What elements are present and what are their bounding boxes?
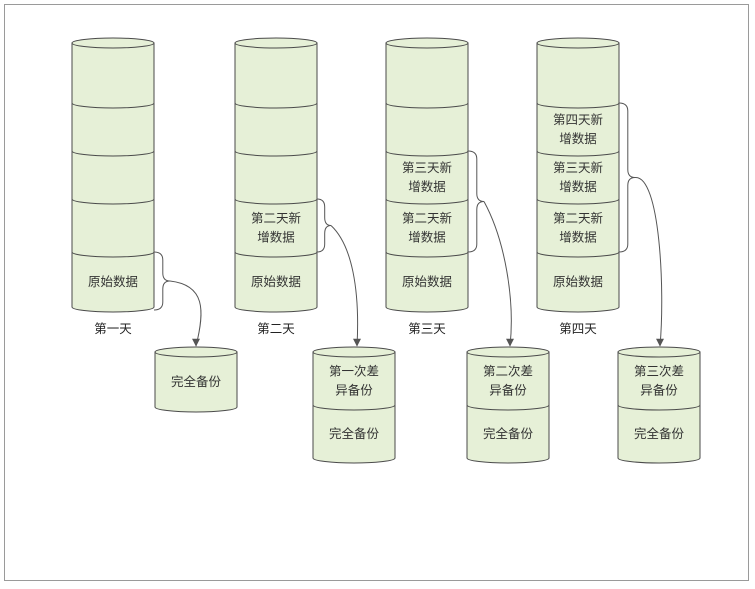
cylinder-body: [71, 42, 155, 313]
segment-label: 第二次差异备份: [483, 364, 533, 398]
cylinder-top: [385, 37, 469, 49]
segment-divider: [617, 404, 701, 411]
arrow-day-1-to-full-backup: [169, 280, 202, 347]
segment-label: 完全备份: [483, 426, 534, 441]
cylinder-body: [154, 351, 238, 413]
segment-label: 第三次差异备份: [634, 364, 684, 398]
segment-label: 原始数据: [88, 274, 138, 289]
segment-label: 第二天新增数据: [251, 211, 301, 245]
cylinder-top: [466, 346, 550, 358]
cylinder-top: [312, 346, 396, 358]
segment-divider: [536, 198, 620, 205]
segment-divider: [71, 198, 155, 205]
segment-divider: [234, 198, 318, 205]
segment-divider: [312, 404, 396, 411]
arrow-day-3-to-diff-2: [483, 201, 512, 347]
backup-1-cylinder: 完全备份: [154, 346, 238, 413]
segment-label: 第三天新增数据: [402, 160, 452, 194]
cylinder-body: [234, 42, 318, 313]
segment-divider: [71, 102, 155, 109]
brace-day-1: [153, 251, 171, 311]
segment-label: 第二天新增数据: [402, 211, 452, 245]
segment-label: 第四天新增数据: [553, 112, 603, 146]
brace-day-3: [467, 150, 485, 253]
segment-divider: [71, 251, 155, 258]
arrowhead-icon: [506, 338, 514, 347]
segment-label: 第二天新增数据: [553, 211, 603, 245]
day-2-label: 第二天: [257, 321, 295, 336]
segment-label: 第一次差异备份: [329, 364, 379, 398]
cylinder-body: [617, 351, 701, 464]
segment-divider: [536, 102, 620, 109]
day-4-label: 第四天: [559, 321, 597, 336]
segment-divider: [385, 150, 469, 157]
segment-divider: [536, 251, 620, 258]
arrowhead-icon: [656, 338, 664, 347]
cylinder-top: [617, 346, 701, 358]
segment-divider: [234, 251, 318, 258]
brace-day-2: [316, 198, 332, 253]
segment-divider: [385, 251, 469, 258]
cylinder-body: [466, 351, 550, 464]
segment-divider: [234, 102, 318, 109]
segment-label: 完全备份: [171, 374, 222, 389]
day-1-cylinder: 原始数据: [71, 37, 155, 313]
segment-label: 第三天新增数据: [553, 160, 603, 194]
segment-label: 原始数据: [251, 274, 301, 289]
cylinder-body: [312, 351, 396, 464]
segment-divider: [71, 150, 155, 157]
segment-label: 完全备份: [329, 426, 380, 441]
day-3-label: 第三天: [408, 321, 446, 336]
segment-divider: [385, 102, 469, 109]
cylinder-top: [234, 37, 318, 49]
segment-label: 原始数据: [553, 274, 603, 289]
segment-label: 完全备份: [634, 426, 685, 441]
arrowhead-icon: [192, 338, 200, 347]
cylinder-top: [536, 37, 620, 49]
cylinder-top: [154, 346, 238, 358]
segment-divider: [234, 150, 318, 157]
segment-divider: [536, 150, 620, 157]
cylinder-top: [71, 37, 155, 49]
arrow-day-2-to-diff-1: [330, 225, 359, 347]
segment-label: 原始数据: [402, 274, 452, 289]
arrow-day-4-to-diff-3: [634, 176, 663, 347]
brace-day-4: [618, 102, 636, 253]
day-1-label: 第一天: [94, 321, 132, 336]
segment-divider: [385, 198, 469, 205]
cylinder-body: [536, 42, 620, 313]
arrowhead-icon: [353, 338, 361, 347]
cylinder-body: [385, 42, 469, 313]
segment-divider: [466, 404, 550, 411]
